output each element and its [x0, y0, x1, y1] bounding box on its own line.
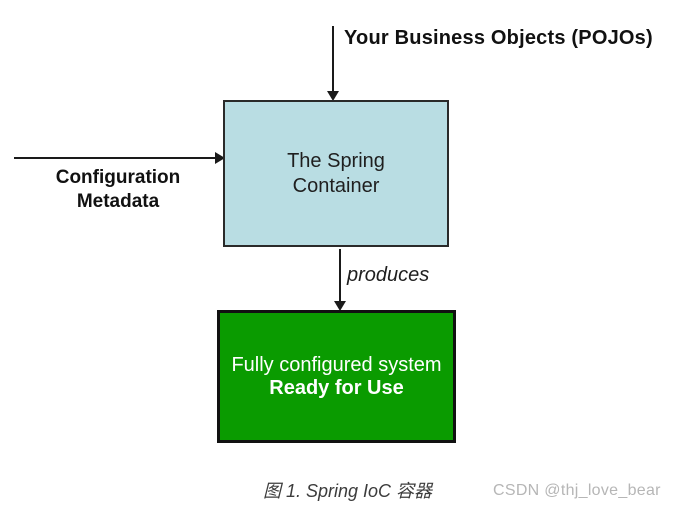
- figure-caption: 图 1. Spring IoC 容器: [263, 481, 433, 501]
- configuration-metadata-line2: Metadata: [76, 191, 160, 212]
- produces-arrowhead-down-icon: [334, 301, 346, 311]
- csdn-watermark: CSDN @thj_love_bear: [493, 482, 661, 499]
- produces-arrow-line: [339, 249, 341, 301]
- pojos-label: Your Business Objects (POJOs): [344, 27, 653, 49]
- config-arrow-line: [14, 157, 215, 159]
- configuration-metadata-label: Configuration Metadata: [22, 166, 214, 214]
- spring-container-line1: The Spring: [287, 149, 385, 172]
- result-box-line2: Ready for Use: [269, 376, 404, 399]
- result-box-line1: Fully configured system: [231, 353, 442, 376]
- configuration-metadata-line1: Configuration: [55, 167, 181, 188]
- fully-configured-system-box: Fully configured system Ready for Use: [217, 310, 456, 443]
- pojos-arrow-line: [332, 26, 334, 92]
- spring-container-box: The Spring Container: [223, 100, 449, 247]
- produces-label: produces: [347, 264, 430, 286]
- config-arrowhead-right-icon: [215, 152, 225, 164]
- spring-container-line2: Container: [292, 174, 380, 197]
- pojos-arrowhead-down-icon: [327, 91, 339, 101]
